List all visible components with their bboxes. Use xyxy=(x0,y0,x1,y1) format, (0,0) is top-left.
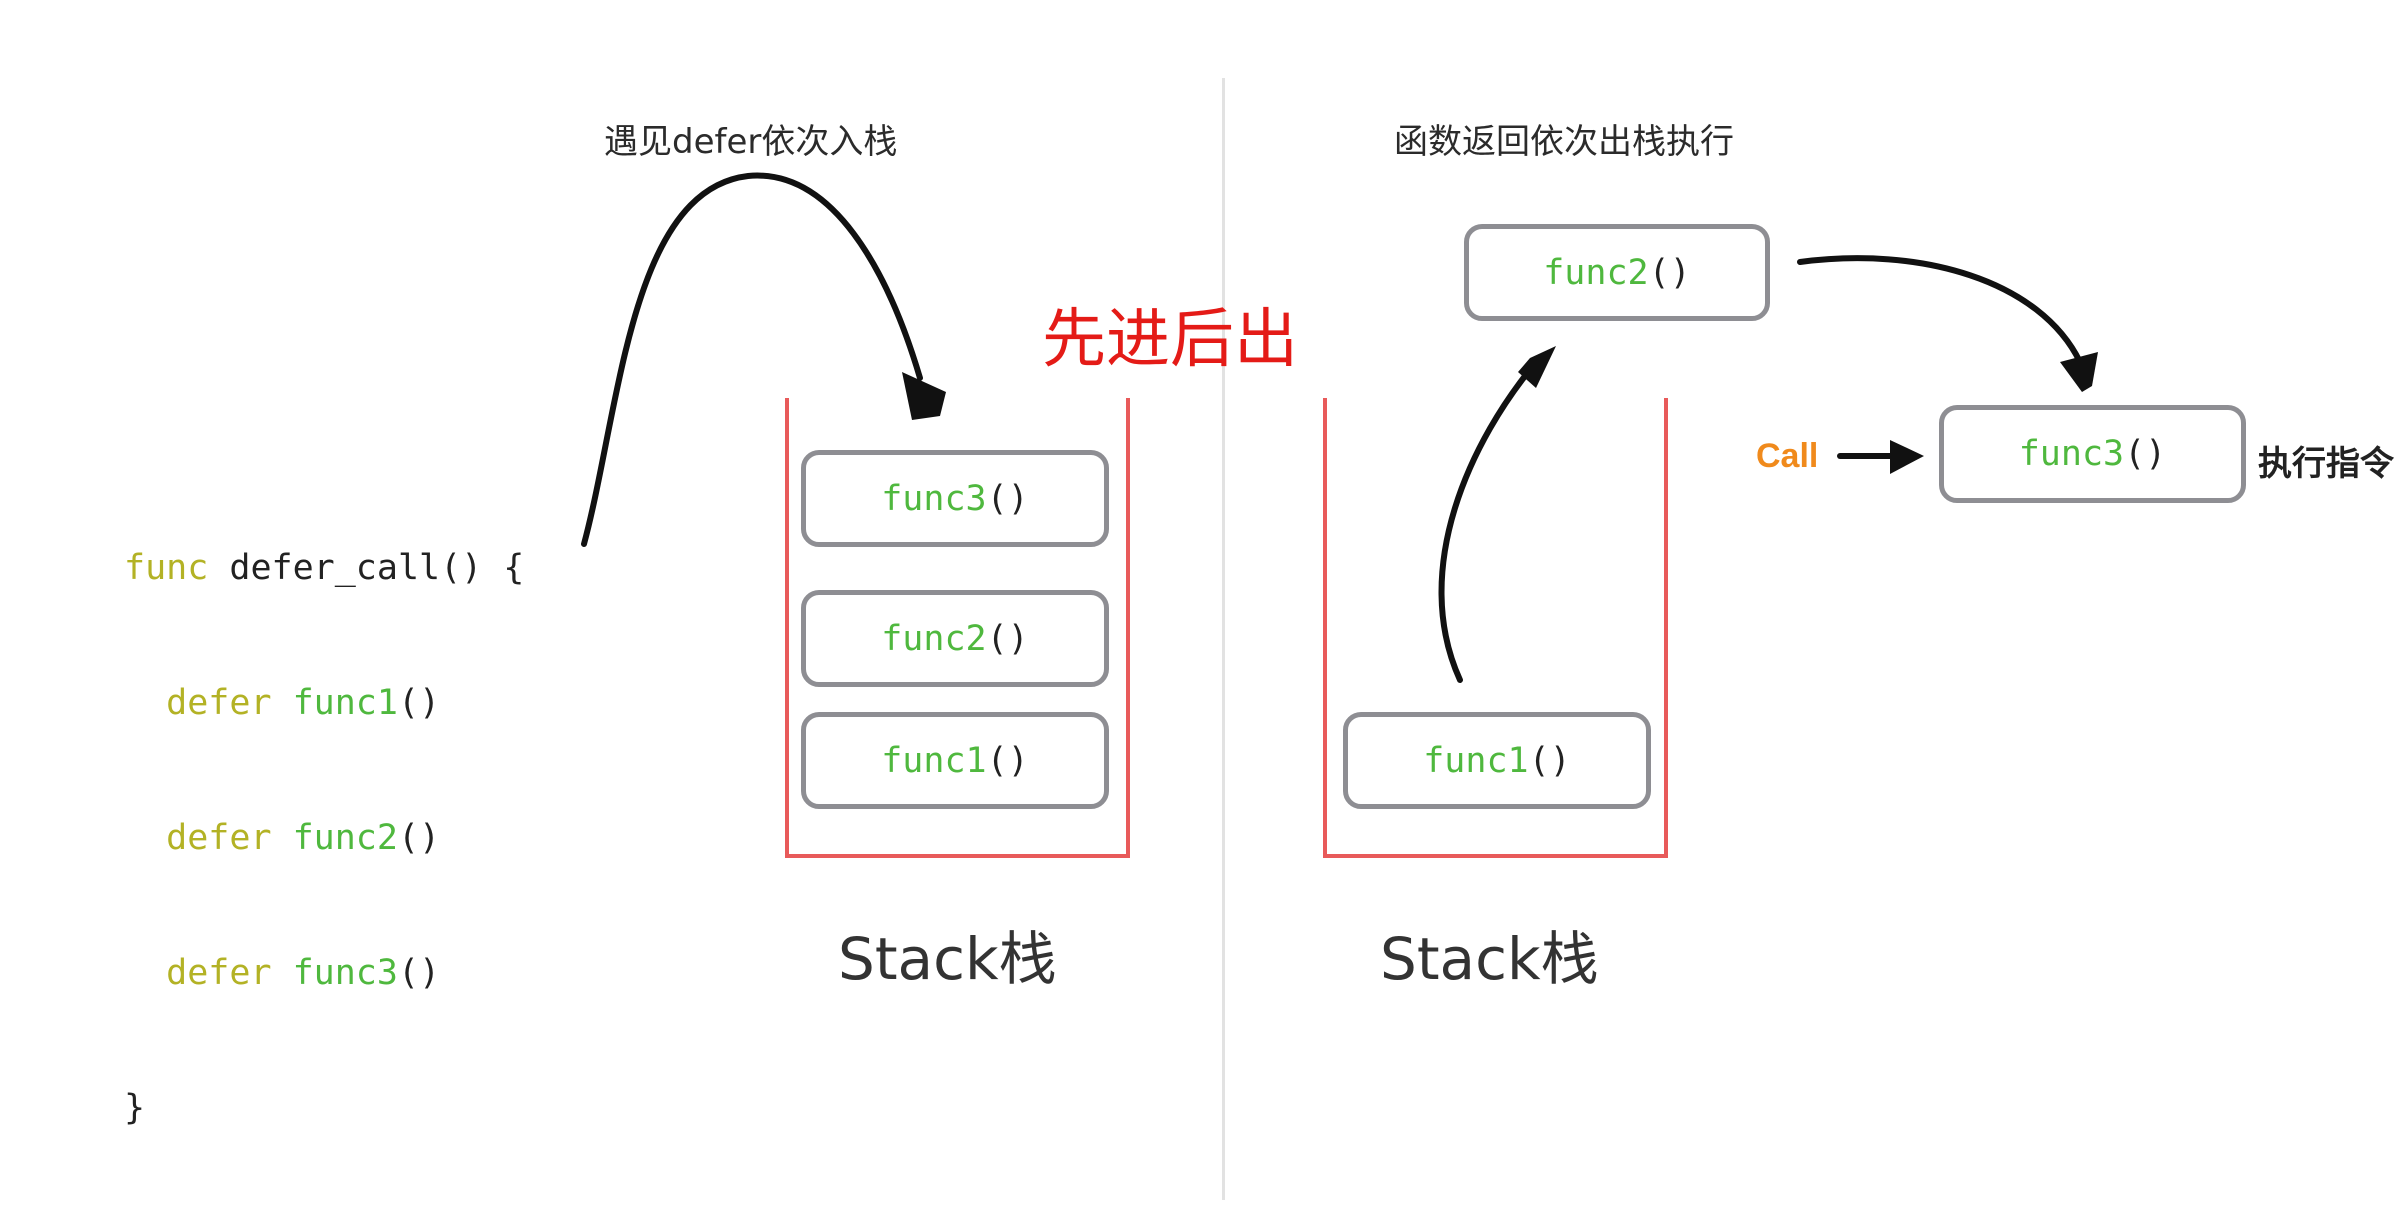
frame-parens: () xyxy=(1648,252,1691,293)
frame-parens: () xyxy=(2124,434,2167,474)
code-line: defer func2() xyxy=(124,816,524,861)
code-function-name: func3 xyxy=(292,953,398,993)
frame-function-name: func3 xyxy=(2018,434,2125,474)
right-caption: 函数返回依次出栈执行 xyxy=(1394,122,1734,162)
frame-function-name: func2 xyxy=(881,618,987,659)
left-stack-container xyxy=(785,398,1130,858)
pop-arrow-icon xyxy=(1438,357,1541,683)
code-line: defer func3() xyxy=(124,951,524,996)
code-parens: () xyxy=(397,953,441,993)
code-keyword: func xyxy=(124,548,209,588)
push-arrowhead-icon xyxy=(902,372,946,420)
left-stack-frame-bottom: func1() xyxy=(801,712,1109,809)
frame-function-name: func1 xyxy=(881,740,987,781)
frame-function-name: func2 xyxy=(1543,252,1649,293)
code-signature: defer_call() { xyxy=(208,548,525,588)
executing-frame: func3() xyxy=(1939,405,2246,503)
push-arrow-icon xyxy=(581,172,923,547)
code-keyword: defer xyxy=(166,683,272,723)
pop-arrowhead-icon xyxy=(1518,346,1556,388)
frame-parens: () xyxy=(1528,740,1571,781)
execute-arrow-icon xyxy=(1797,255,2083,365)
code-keyword: defer xyxy=(166,818,272,858)
right-stack-container xyxy=(1323,398,1668,858)
code-function-name: func2 xyxy=(292,818,398,858)
code-line: } xyxy=(124,1088,146,1128)
frame-function-name: func1 xyxy=(1423,740,1529,781)
left-stack-frame-middle: func2() xyxy=(801,590,1109,687)
call-arrowhead-icon xyxy=(1890,440,1924,474)
code-line: defer func1() xyxy=(124,681,524,726)
code-keyword: defer xyxy=(166,953,272,993)
code-parens: () xyxy=(397,683,441,723)
execute-arrowhead-icon xyxy=(2060,352,2098,392)
code-snippet: func defer_call() { defer func1() defer … xyxy=(124,456,524,1221)
right-stack-label: Stack栈 xyxy=(1380,925,1599,993)
code-parens: () xyxy=(397,818,441,858)
right-stack-frame-bottom: func1() xyxy=(1343,712,1651,809)
frame-parens: () xyxy=(986,618,1029,659)
left-stack-frame-top: func3() xyxy=(801,450,1109,547)
left-stack-label: Stack栈 xyxy=(838,925,1057,993)
popped-frame: func2() xyxy=(1464,224,1770,321)
left-caption: 遇见defer依次入栈 xyxy=(604,122,898,162)
code-line: func defer_call() { xyxy=(124,546,524,591)
call-label: Call xyxy=(1756,437,1819,475)
frame-function-name: func3 xyxy=(881,478,987,519)
frame-parens: () xyxy=(986,740,1029,781)
panel-divider xyxy=(1222,78,1225,1200)
code-function-name: func1 xyxy=(292,683,398,723)
execute-instruction-label: 执行指令 xyxy=(2258,444,2394,484)
lifo-label: 先进后出 xyxy=(1042,303,1298,377)
frame-parens: () xyxy=(986,478,1029,519)
